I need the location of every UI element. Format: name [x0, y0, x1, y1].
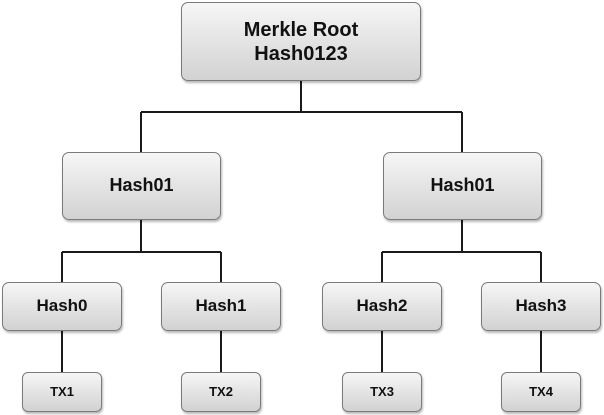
hash0-label: Hash0 — [36, 296, 88, 316]
tx4-label: TX4 — [529, 384, 553, 400]
hash3-label: Hash3 — [515, 296, 567, 316]
merkle-root-hash: Hash0123 — [254, 42, 348, 65]
hash01-right-node: Hash01 — [383, 152, 542, 220]
tx3-node: TX3 — [342, 372, 422, 412]
hash1-node: Hash1 — [161, 282, 281, 331]
tx2-node: TX2 — [181, 372, 261, 412]
hash1-label: Hash1 — [195, 296, 247, 316]
tx1-label: TX1 — [50, 384, 74, 400]
hash3-node: Hash3 — [481, 282, 601, 331]
hash01-left-label: Hash01 — [109, 175, 174, 196]
merkle-root-title: Merkle Root — [243, 18, 359, 41]
tx4-node: TX4 — [501, 372, 581, 412]
hash2-label: Hash2 — [356, 296, 408, 316]
hash0-node: Hash0 — [2, 282, 122, 331]
tx2-label: TX2 — [209, 384, 233, 400]
tx1-node: TX1 — [22, 372, 102, 412]
hash01-left-node: Hash01 — [62, 152, 221, 220]
merkle-root-node: Merkle Root Hash0123 — [181, 2, 421, 81]
hash01-right-label: Hash01 — [430, 175, 495, 196]
hash2-node: Hash2 — [322, 282, 442, 331]
tx3-label: TX3 — [370, 384, 394, 400]
